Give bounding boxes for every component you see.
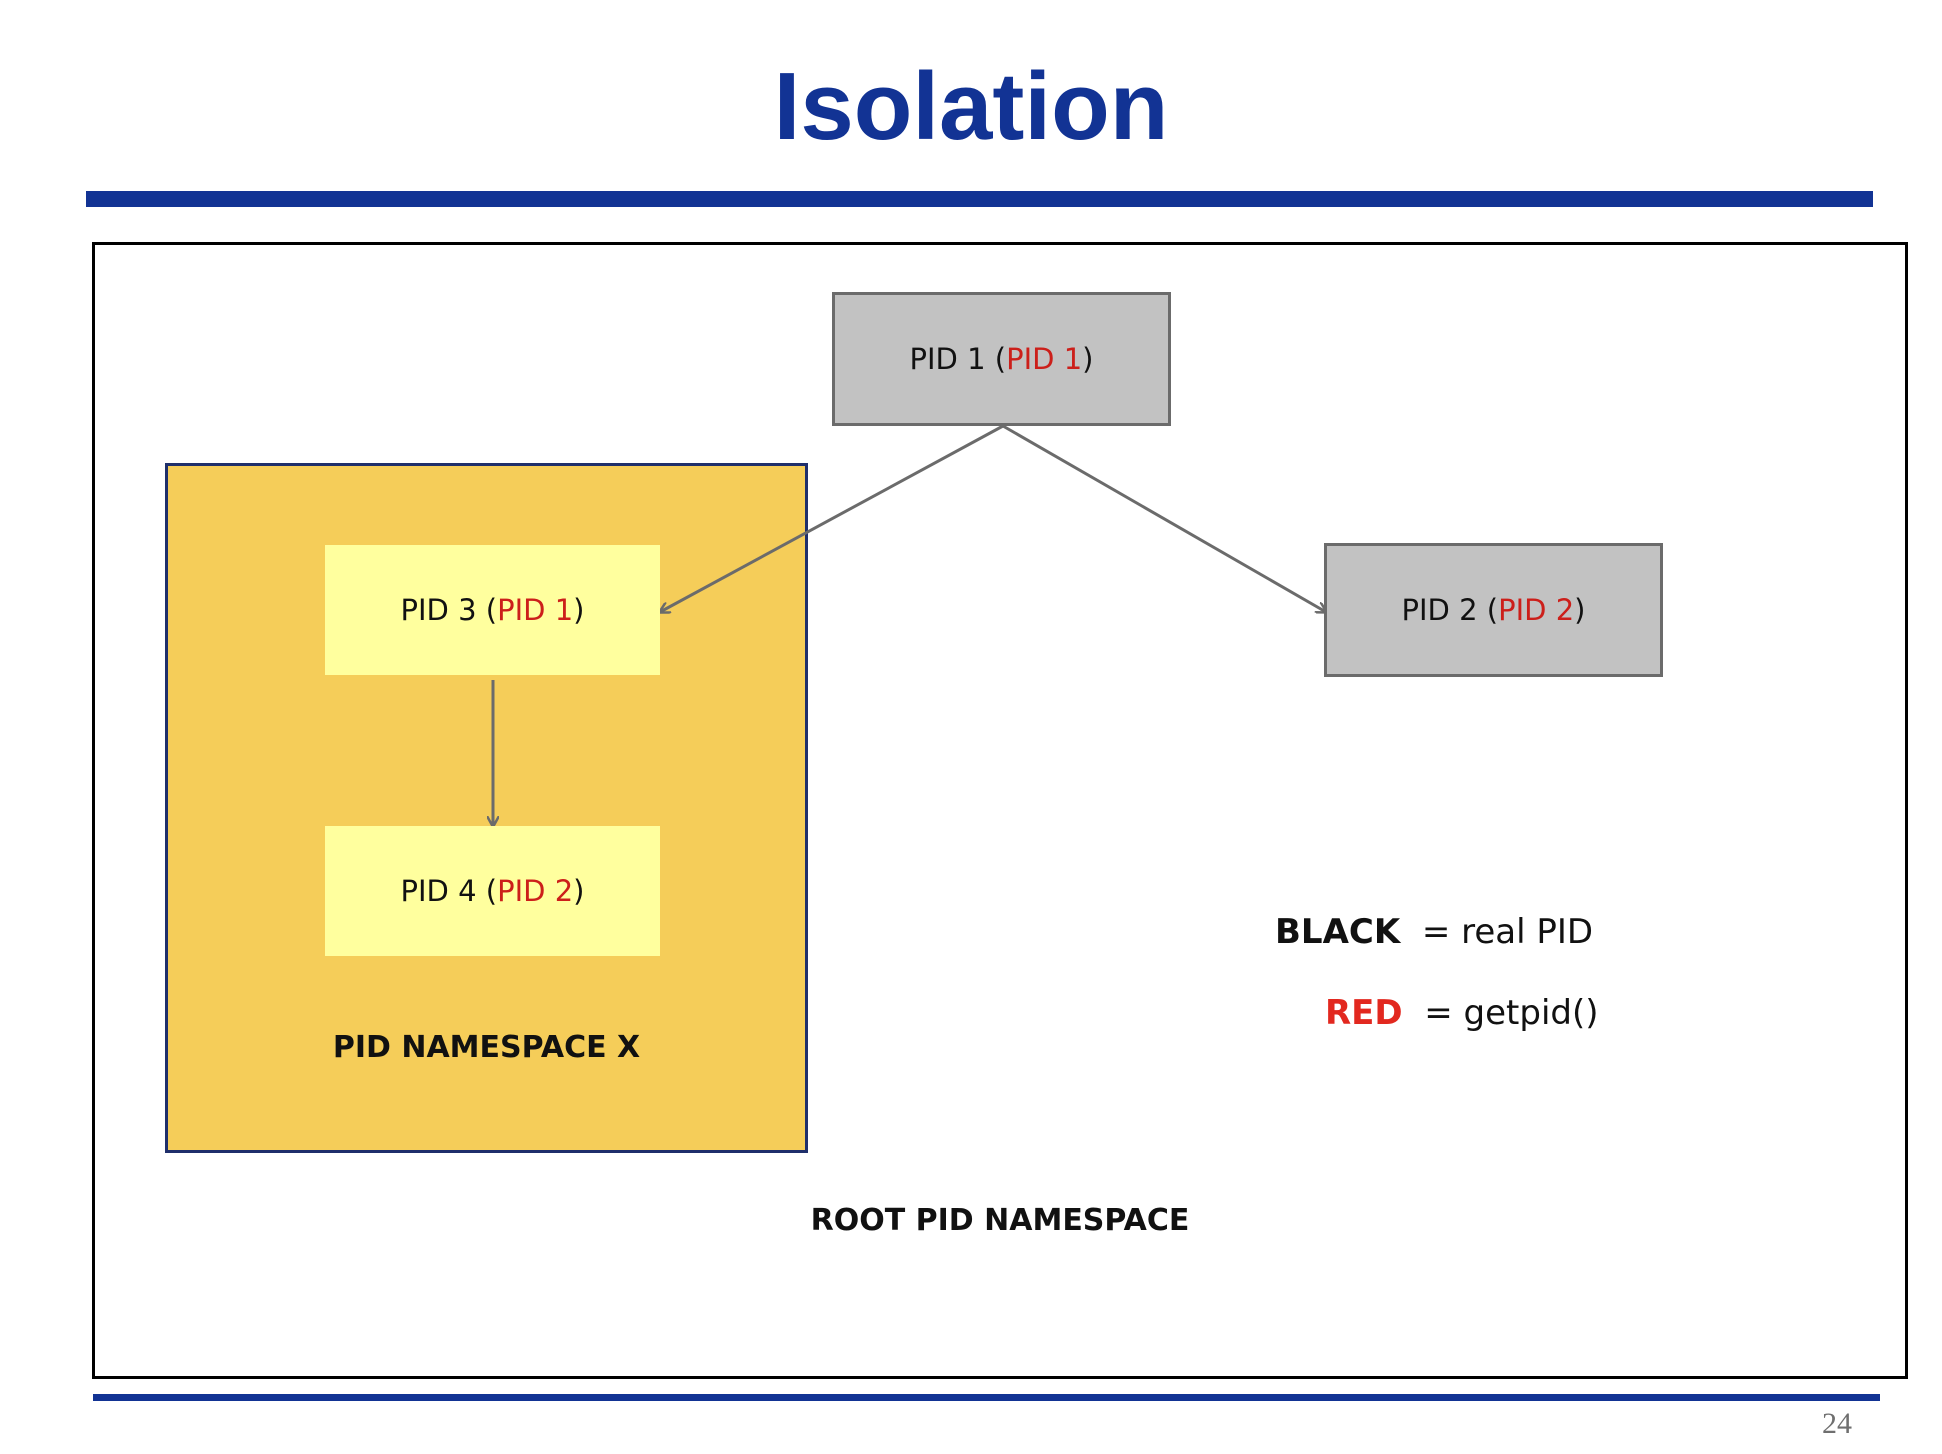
legend-black-value: = real PID [1421,912,1594,952]
node-pid1-getpid: PID 1 [1006,342,1083,376]
node-pid3-getpid: PID 1 [497,593,574,627]
legend-red-key: RED [1325,993,1403,1033]
title-underline [86,191,1873,207]
node-pid2: PID 2 (PID 2) [1324,543,1663,677]
node-pid1: PID 1 (PID 1) [832,292,1171,426]
page-number: 24 [1822,1407,1852,1440]
legend-black-row: BLACK = real PID [1275,912,1593,952]
legend-black-key: BLACK [1275,912,1401,952]
edge-pid1-to-pid2 [1002,424,1326,612]
node-pid3: PID 3 (PID 1) [325,545,660,675]
node-pid4-real: PID 4 [400,874,477,908]
legend-red-row: RED = getpid() [1325,993,1599,1033]
node-pid4: PID 4 (PID 2) [325,826,660,956]
legend-red-value: = getpid() [1424,993,1599,1033]
node-pid2-real: PID 2 [1401,593,1478,627]
node-pid3-real: PID 3 [400,593,477,627]
node-pid4-getpid: PID 2 [497,874,574,908]
edge-pid1-to-pid3 [660,424,1004,612]
node-pid1-real: PID 1 [909,342,986,376]
footer-rule [93,1394,1880,1401]
namespace-x-label: PID NAMESPACE X [332,1030,641,1065]
node-pid2-getpid: PID 2 [1498,593,1575,627]
slide-title: Isolation [773,53,1169,160]
root-namespace-label: ROOT PID NAMESPACE [810,1203,1190,1238]
